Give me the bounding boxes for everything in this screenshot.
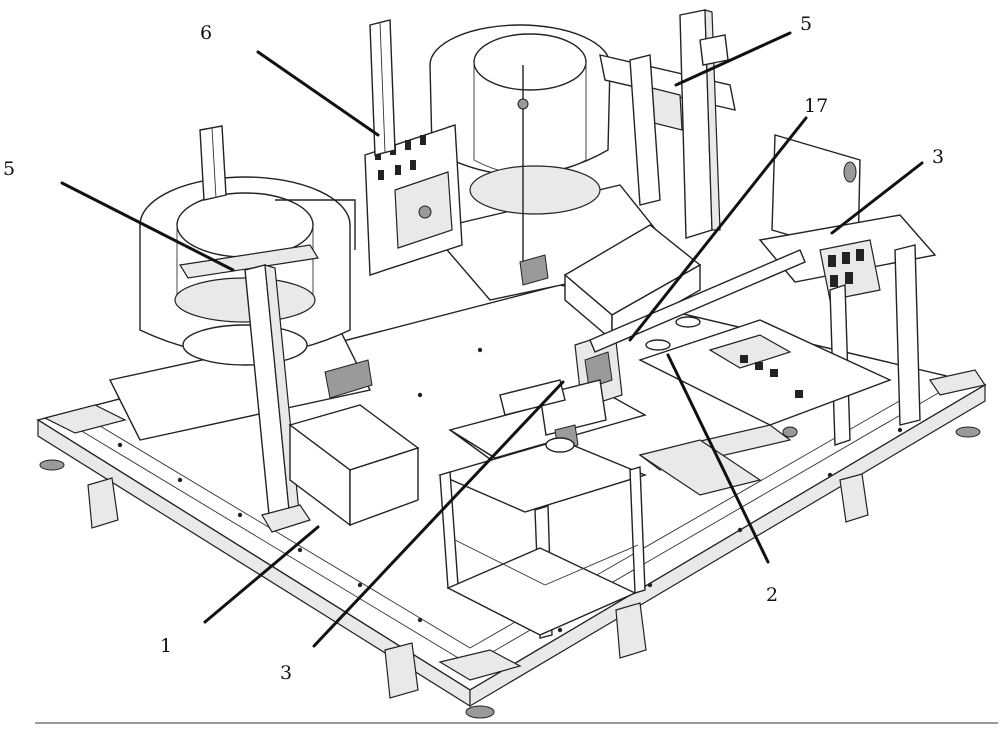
label-3-left: 3 (280, 662, 292, 684)
callout-labels: 6 5 5 17 3 2 1 3 (3, 13, 944, 684)
label-2: 2 (766, 584, 778, 606)
right-assembly-unit (758, 134, 937, 446)
leader-5-left (60, 181, 235, 272)
label-1: 1 (160, 635, 172, 657)
left-rear-column (199, 125, 227, 201)
controller-panel (364, 19, 463, 276)
leader-1 (203, 525, 320, 624)
label-17: 17 (804, 95, 828, 117)
leader-6 (256, 50, 380, 137)
leader-3-left (312, 380, 565, 648)
leader-2 (666, 353, 770, 564)
top-feeder-track (599, 9, 736, 239)
foot-brackets (39, 426, 981, 719)
label-5-top: 5 (800, 13, 812, 35)
leader-5-top (674, 31, 792, 87)
left-bin (288, 359, 420, 527)
leader-17 (628, 116, 808, 342)
leader-3-right (830, 161, 924, 235)
label-3-right: 3 (932, 146, 944, 168)
leader-lines (60, 31, 924, 648)
label-5-left: 5 (3, 158, 15, 180)
label-6: 6 (200, 22, 212, 44)
